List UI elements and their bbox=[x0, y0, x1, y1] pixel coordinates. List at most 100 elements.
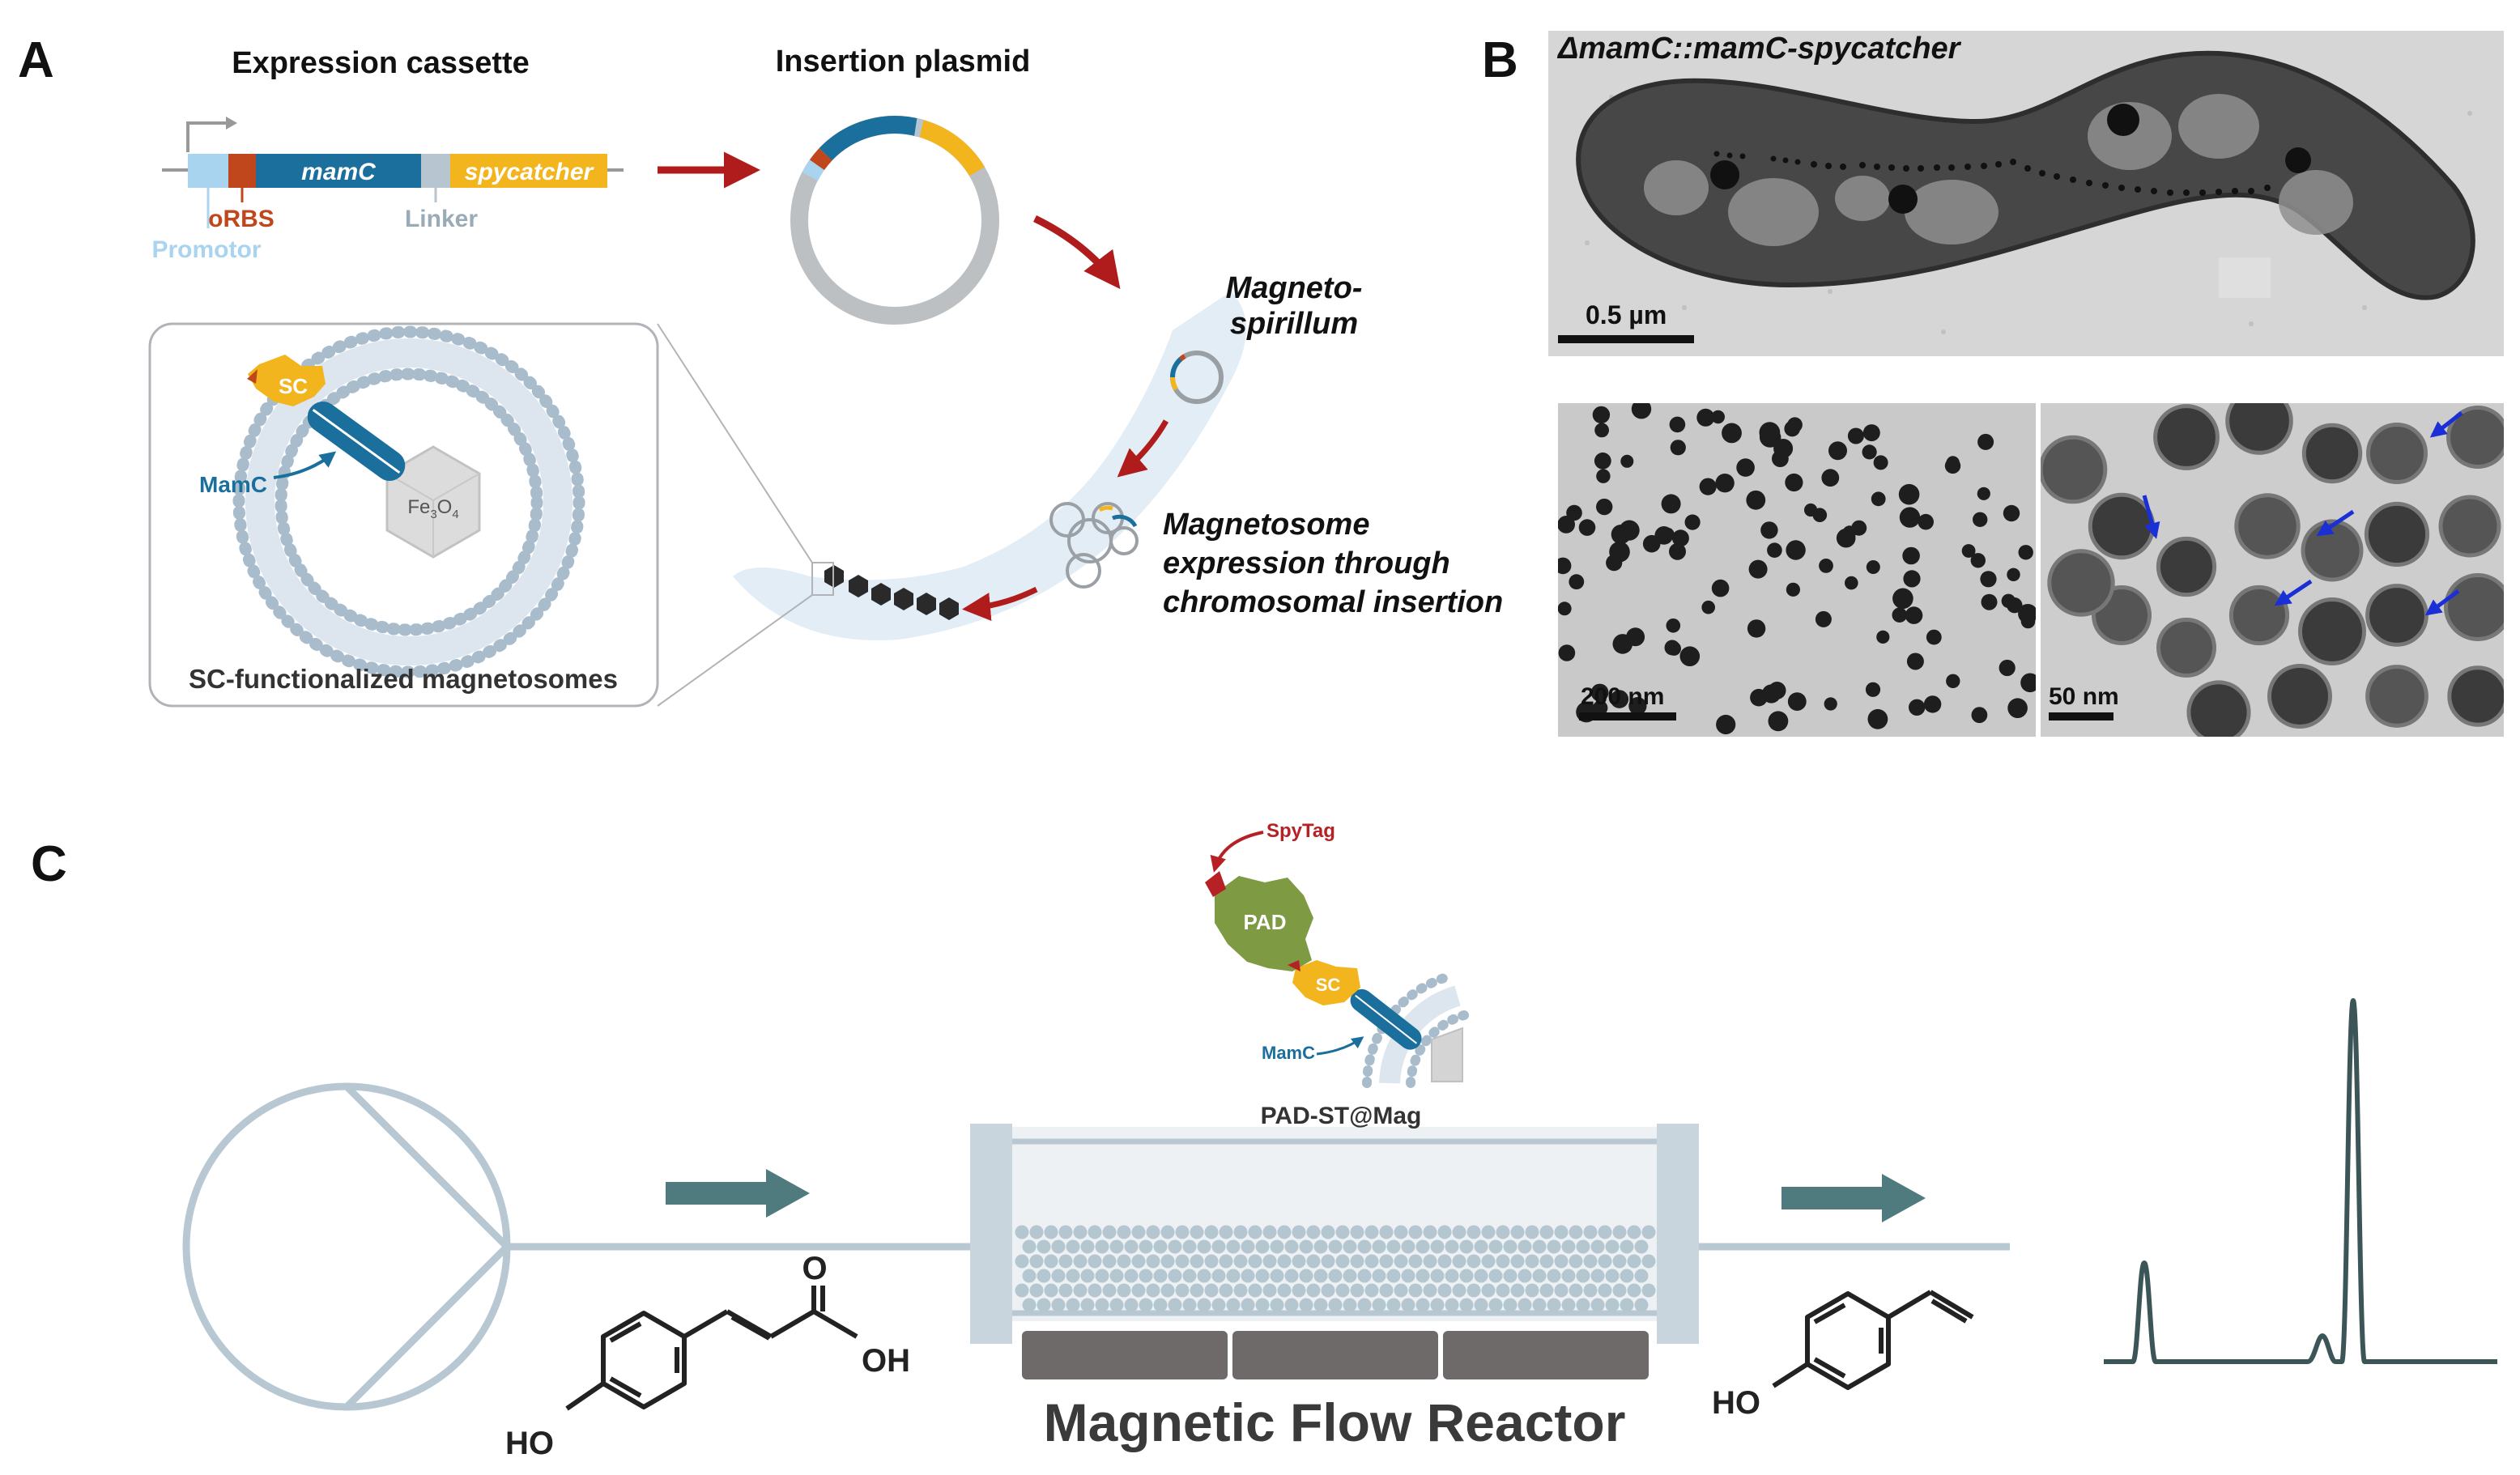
magnetosome-particle bbox=[1759, 422, 1781, 444]
catalyst-bead bbox=[1051, 1269, 1066, 1283]
pad-enzyme bbox=[1215, 876, 1313, 971]
magnetosome-particle bbox=[1918, 513, 1934, 530]
catalyst-bead bbox=[1620, 1239, 1634, 1254]
catalyst-bead bbox=[1430, 1298, 1445, 1312]
magnetosome-particle bbox=[1876, 630, 1890, 644]
catalyst-bead bbox=[1102, 1254, 1117, 1269]
membrane-arrows bbox=[2142, 411, 2463, 616]
orbs-block bbox=[228, 154, 256, 188]
catalyst-bead bbox=[1539, 1225, 1554, 1239]
catalyst-bead bbox=[1532, 1239, 1547, 1254]
reactor-label: Magnetic Flow Reactor bbox=[1044, 1392, 1626, 1452]
panel-b: ΔmamC::mamC-spycatcher 0.5 µm 200 nm 50 … bbox=[1548, 31, 2504, 737]
magnetosome-particle bbox=[2001, 593, 2016, 608]
magnetosome-particle bbox=[1768, 711, 1789, 732]
spycatcher-gene-label: spycatcher bbox=[465, 159, 595, 185]
magnetosome-particle bbox=[2301, 423, 2363, 484]
catalyst-bead bbox=[1569, 1254, 1583, 1269]
catalyst-bead bbox=[1131, 1225, 1146, 1239]
catalyst-bead bbox=[1321, 1254, 1335, 1269]
catalyst-bead bbox=[1313, 1269, 1328, 1283]
catalyst-bead bbox=[1539, 1254, 1554, 1269]
catalyst-bead bbox=[1153, 1239, 1168, 1254]
catalyst-bead bbox=[1233, 1254, 1248, 1269]
catalyst-bead bbox=[1605, 1269, 1620, 1283]
catalyst-bead bbox=[1088, 1225, 1102, 1239]
catalyst-bead bbox=[1525, 1283, 1539, 1298]
catalyst-bead bbox=[1423, 1254, 1437, 1269]
catalyst-bead bbox=[1160, 1225, 1175, 1239]
magnetosome-particle bbox=[1903, 570, 1921, 588]
catalyst-bead bbox=[1066, 1298, 1080, 1312]
catalyst-bead bbox=[1182, 1239, 1197, 1254]
catalyst-bead bbox=[1073, 1283, 1088, 1298]
catalyst-bead bbox=[1241, 1269, 1255, 1283]
flow-arrow-inlet bbox=[666, 1169, 810, 1218]
organism-label-2: spirillum bbox=[1230, 307, 1358, 341]
catalyst-bead bbox=[1634, 1239, 1649, 1254]
magnetosome-particle bbox=[1701, 600, 1715, 614]
magnetosome-particle bbox=[1666, 618, 1681, 633]
catalyst-bead bbox=[1197, 1269, 1211, 1283]
catalyst-bead bbox=[1095, 1298, 1109, 1312]
catalyst-bead bbox=[1313, 1298, 1328, 1312]
magnetosome-chain-tem bbox=[1710, 104, 2311, 214]
expression-cassette: mamC spycatcher oRBS Promotor Linker bbox=[152, 117, 624, 263]
catalyst-bead bbox=[1328, 1239, 1343, 1254]
catalyst-bead bbox=[1605, 1298, 1620, 1312]
o-subscript: 4 bbox=[452, 508, 458, 521]
fe-symbol: Fe bbox=[407, 496, 430, 518]
catalyst-bead bbox=[1415, 1298, 1430, 1312]
catalyst-bead bbox=[1379, 1283, 1394, 1298]
mamc-gene-label: mamC bbox=[301, 159, 377, 185]
pump-icon bbox=[182, 1082, 511, 1411]
catalyst-bead bbox=[1583, 1225, 1598, 1239]
catalyst-bead bbox=[1503, 1298, 1518, 1312]
catalyst-bead bbox=[1190, 1283, 1204, 1298]
catalyst-bead bbox=[1408, 1283, 1423, 1298]
magnetosome-particle bbox=[2234, 493, 2301, 559]
catalyst-bead bbox=[1146, 1225, 1160, 1239]
magnet-1 bbox=[1022, 1331, 1228, 1379]
expression-label-1: Magnetosome bbox=[1163, 508, 1369, 542]
substrate-molecule bbox=[565, 1286, 858, 1411]
catalyst-bead bbox=[1204, 1225, 1219, 1239]
magnetosome-particle bbox=[2228, 584, 2290, 646]
catalyst-bead bbox=[1379, 1225, 1394, 1239]
catalyst-bead bbox=[1051, 1298, 1066, 1312]
linker-block bbox=[421, 154, 450, 188]
catalyst-bead bbox=[1474, 1239, 1488, 1254]
magnetosome-particle bbox=[1862, 444, 1877, 460]
catalyst-bead bbox=[1481, 1254, 1496, 1269]
panel-label-b: B bbox=[1482, 32, 1518, 88]
magnetosome-particle bbox=[1590, 683, 1609, 702]
catalyst-bead bbox=[1503, 1269, 1518, 1283]
catalyst-bead bbox=[1044, 1225, 1058, 1239]
catalyst-bead bbox=[1088, 1254, 1102, 1269]
magnetosome-particle bbox=[2007, 698, 2028, 718]
catalyst-bead bbox=[1474, 1298, 1488, 1312]
catalyst-bead bbox=[1569, 1225, 1583, 1239]
catalyst-bead bbox=[1066, 1239, 1080, 1254]
catalyst-bead bbox=[1488, 1239, 1503, 1254]
catalyst-bead bbox=[1641, 1254, 1656, 1269]
magnetosome-particle bbox=[2003, 504, 2020, 522]
catalyst-bead bbox=[1561, 1239, 1576, 1254]
catalyst-bead bbox=[1401, 1298, 1415, 1312]
magnetosome-particle bbox=[1926, 629, 1942, 645]
magnetosome-particle bbox=[2018, 545, 2033, 560]
catalyst-bead bbox=[1394, 1283, 1408, 1298]
magnetosome-particle bbox=[1596, 498, 1613, 516]
catalyst-bead bbox=[1459, 1239, 1474, 1254]
scale-label-cell: 0.5 µm bbox=[1586, 300, 1667, 329]
magnetosome-particle bbox=[1661, 494, 1681, 514]
catalyst-bead bbox=[1430, 1239, 1445, 1254]
plasmid-title: Insertion plasmid bbox=[776, 45, 1031, 79]
flow-arrow-outlet bbox=[1781, 1174, 1926, 1222]
mamc-pointer-arrow bbox=[273, 451, 337, 479]
catalyst-bead bbox=[1277, 1254, 1292, 1269]
inset-caption: SC-functionalized magnetosomes bbox=[189, 664, 618, 694]
magnetosome-particle bbox=[1905, 606, 1923, 624]
magnetosome-particle bbox=[1699, 478, 1717, 495]
catalyst-bead bbox=[1015, 1254, 1029, 1269]
